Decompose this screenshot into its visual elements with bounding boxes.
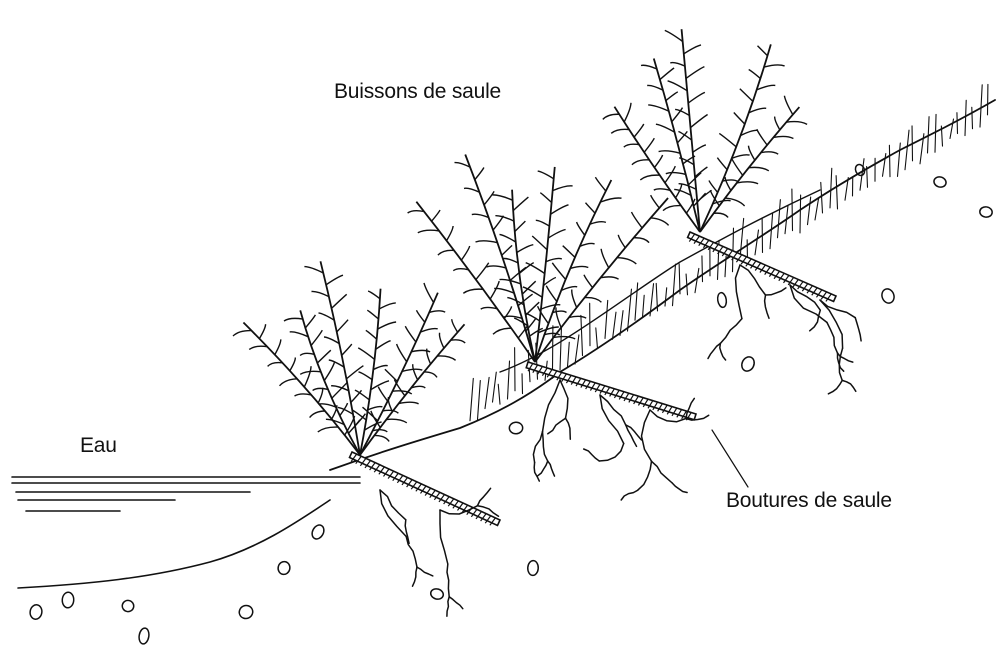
cutting-stake (526, 362, 696, 420)
willow-bushes (233, 29, 807, 455)
willow-cuttings-label: Boutures de saule (726, 489, 892, 513)
water-lines (12, 477, 360, 511)
willow-cuttings (349, 232, 836, 525)
willow-bush (408, 154, 669, 362)
willow-bush (603, 29, 807, 232)
willow-bush (233, 261, 465, 455)
cutting-stake (349, 452, 500, 525)
water-label: Eau (80, 434, 117, 458)
cuttings-leader-line (712, 430, 748, 487)
roots (380, 265, 861, 616)
willow-bushes-label: Buissons de saule (334, 80, 501, 104)
